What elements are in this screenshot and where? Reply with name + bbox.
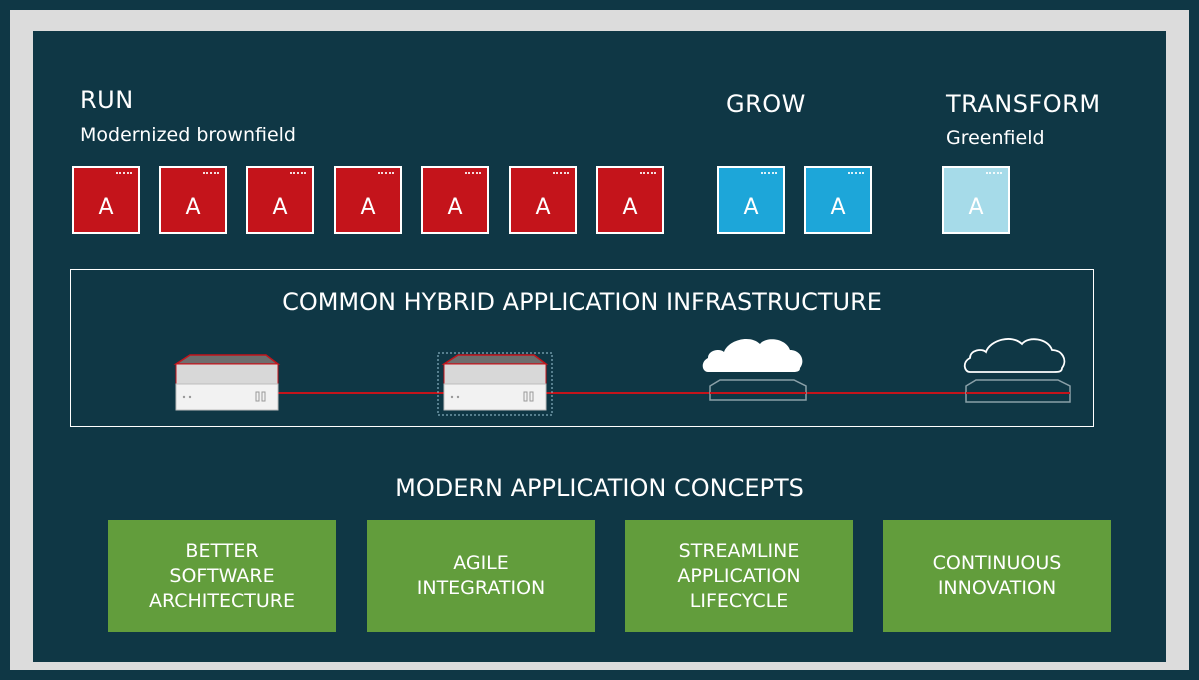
grow-app-tile: A xyxy=(717,166,785,234)
transform-app-tile: A xyxy=(942,166,1010,234)
concept-streamline-application-lifecycle: STREAMLINE APPLICATION LIFECYCLE xyxy=(625,520,853,632)
infrastructure-box xyxy=(70,269,1094,427)
run-app-tile: A xyxy=(596,166,664,234)
app-letter: A xyxy=(185,194,201,220)
concept-continuous-innovation: CONTINUOUS INNOVATION xyxy=(883,520,1111,632)
grow-title: GROW xyxy=(726,90,806,118)
run-app-tile: A xyxy=(421,166,489,234)
app-letter: A xyxy=(743,194,759,220)
run-app-tile: A xyxy=(509,166,577,234)
run-app-tile: A xyxy=(334,166,402,234)
app-letter: A xyxy=(535,194,551,220)
cloud-icon xyxy=(702,338,807,401)
server-icon xyxy=(173,354,281,411)
server-icon xyxy=(437,352,553,416)
infrastructure-title: COMMON HYBRID APPLICATION INFRASTRUCTURE xyxy=(282,288,882,316)
app-letter: A xyxy=(830,194,846,220)
transform-subtitle: Greenfield xyxy=(946,127,1045,149)
concept-agile-integration: AGILE INTEGRATION xyxy=(367,520,595,632)
app-letter: A xyxy=(360,194,376,220)
run-app-tile: A xyxy=(246,166,314,234)
run-app-tile: A xyxy=(159,166,227,234)
grow-app-tile: A xyxy=(804,166,872,234)
concepts-title: MODERN APPLICATION CONCEPTS xyxy=(395,474,804,502)
cloud-icon xyxy=(963,338,1071,403)
app-letter: A xyxy=(272,194,288,220)
concept-better-software-architecture: BETTER SOFTWARE ARCHITECTURE xyxy=(108,520,336,632)
run-app-tile: A xyxy=(72,166,140,234)
app-letter: A xyxy=(98,194,114,220)
transform-title: TRANSFORM xyxy=(946,90,1101,118)
run-subtitle: Modernized brownfield xyxy=(80,124,296,146)
app-letter: A xyxy=(447,194,463,220)
app-letter: A xyxy=(622,194,638,220)
run-title: RUN xyxy=(80,86,134,114)
app-letter: A xyxy=(968,194,984,220)
